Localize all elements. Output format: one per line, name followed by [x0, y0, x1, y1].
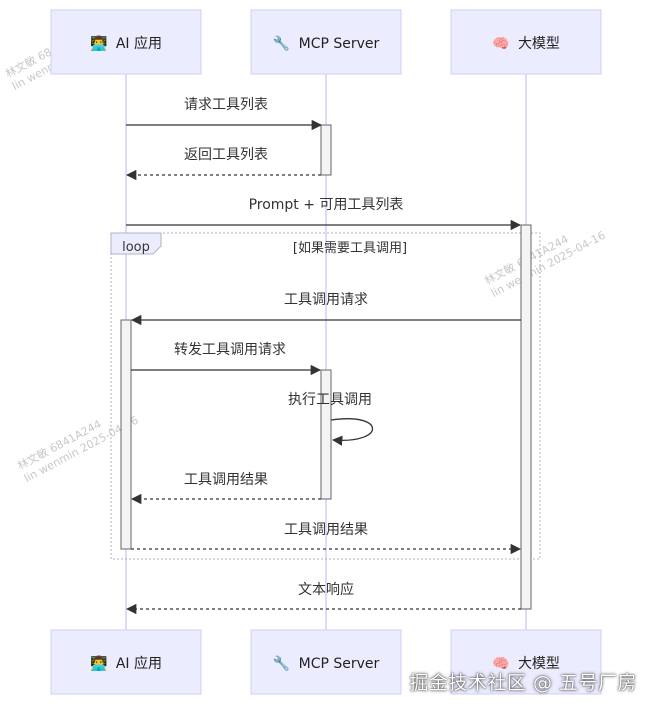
- participant-mcp-server-bottom: 🔧 MCP Server: [250, 629, 402, 695]
- participant-label: MCP Server: [299, 656, 380, 672]
- loop-label: loop: [122, 240, 150, 255]
- activation-app-1: [120, 319, 132, 550]
- loop-block: [110, 232, 541, 560]
- svg-text:👨‍💻 AI 应用: 👨‍💻 AI 应用: [90, 35, 162, 52]
- svg-text:🧠 大模型: 🧠 大模型: [492, 656, 560, 672]
- svg-text:🔧 MCP Server: 🔧 MCP Server: [273, 34, 380, 52]
- svg-text:👨‍💻 AI 应用: 👨‍💻 AI 应用: [90, 655, 162, 672]
- juejin-brand-watermark: 掘金技术社区 @ 五号厂房: [409, 672, 637, 694]
- participant-mcp-server-top: 🔧 MCP Server: [250, 9, 402, 75]
- laptop-person-icon: 👨‍💻: [90, 655, 107, 672]
- message-label-3: Prompt + 可用工具列表: [249, 197, 404, 213]
- svg-text:🔧 MCP Server: 🔧 MCP Server: [273, 654, 380, 672]
- message-label-6: 执行工具调用: [288, 392, 372, 408]
- svg-text:🧠 大模型: 🧠 大模型: [492, 36, 560, 52]
- participant-llm-bottom: 🧠 大模型: [450, 629, 602, 695]
- activation-mcp-1: [320, 124, 332, 176]
- brain-icon: 🧠: [492, 656, 509, 672]
- message-label-8: 工具调用结果: [284, 522, 368, 538]
- participant-label: 大模型: [518, 36, 560, 52]
- loop-tag: [110, 232, 162, 255]
- wrench-icon: 🔧: [273, 34, 290, 52]
- message-label-1: 请求工具列表: [184, 97, 268, 113]
- wrench-icon: 🔧: [273, 654, 290, 672]
- activation-mcp-2: [320, 369, 332, 500]
- participant-label: 大模型: [518, 656, 560, 672]
- brain-icon: 🧠: [492, 36, 509, 52]
- participant-ai-app-bottom: 👨‍💻 AI 应用: [50, 629, 202, 695]
- watermark-3: 林文敏 6841A244 lin wenmin 2025-04-16: [482, 229, 608, 300]
- participant-label: MCP Server: [299, 36, 380, 52]
- participant-label: AI 应用: [116, 35, 162, 52]
- message-label-7: 工具调用结果: [184, 472, 268, 488]
- message-label-9: 文本响应: [298, 581, 354, 598]
- activation-llm-1: [520, 224, 532, 610]
- participant-label: AI 应用: [116, 655, 162, 672]
- message-label-5: 转发工具调用请求: [174, 342, 286, 358]
- message-label-2: 返回工具列表: [184, 147, 268, 163]
- message-label-4: 工具调用请求: [284, 292, 368, 308]
- loop-condition: [如果需要工具调用]: [293, 240, 407, 256]
- participant-llm-top: 🧠 大模型: [450, 9, 602, 75]
- participant-ai-app-top: 👨‍💻 AI 应用: [50, 9, 202, 75]
- laptop-person-icon: 👨‍💻: [90, 35, 107, 52]
- message-arrow-6: [330, 418, 374, 446]
